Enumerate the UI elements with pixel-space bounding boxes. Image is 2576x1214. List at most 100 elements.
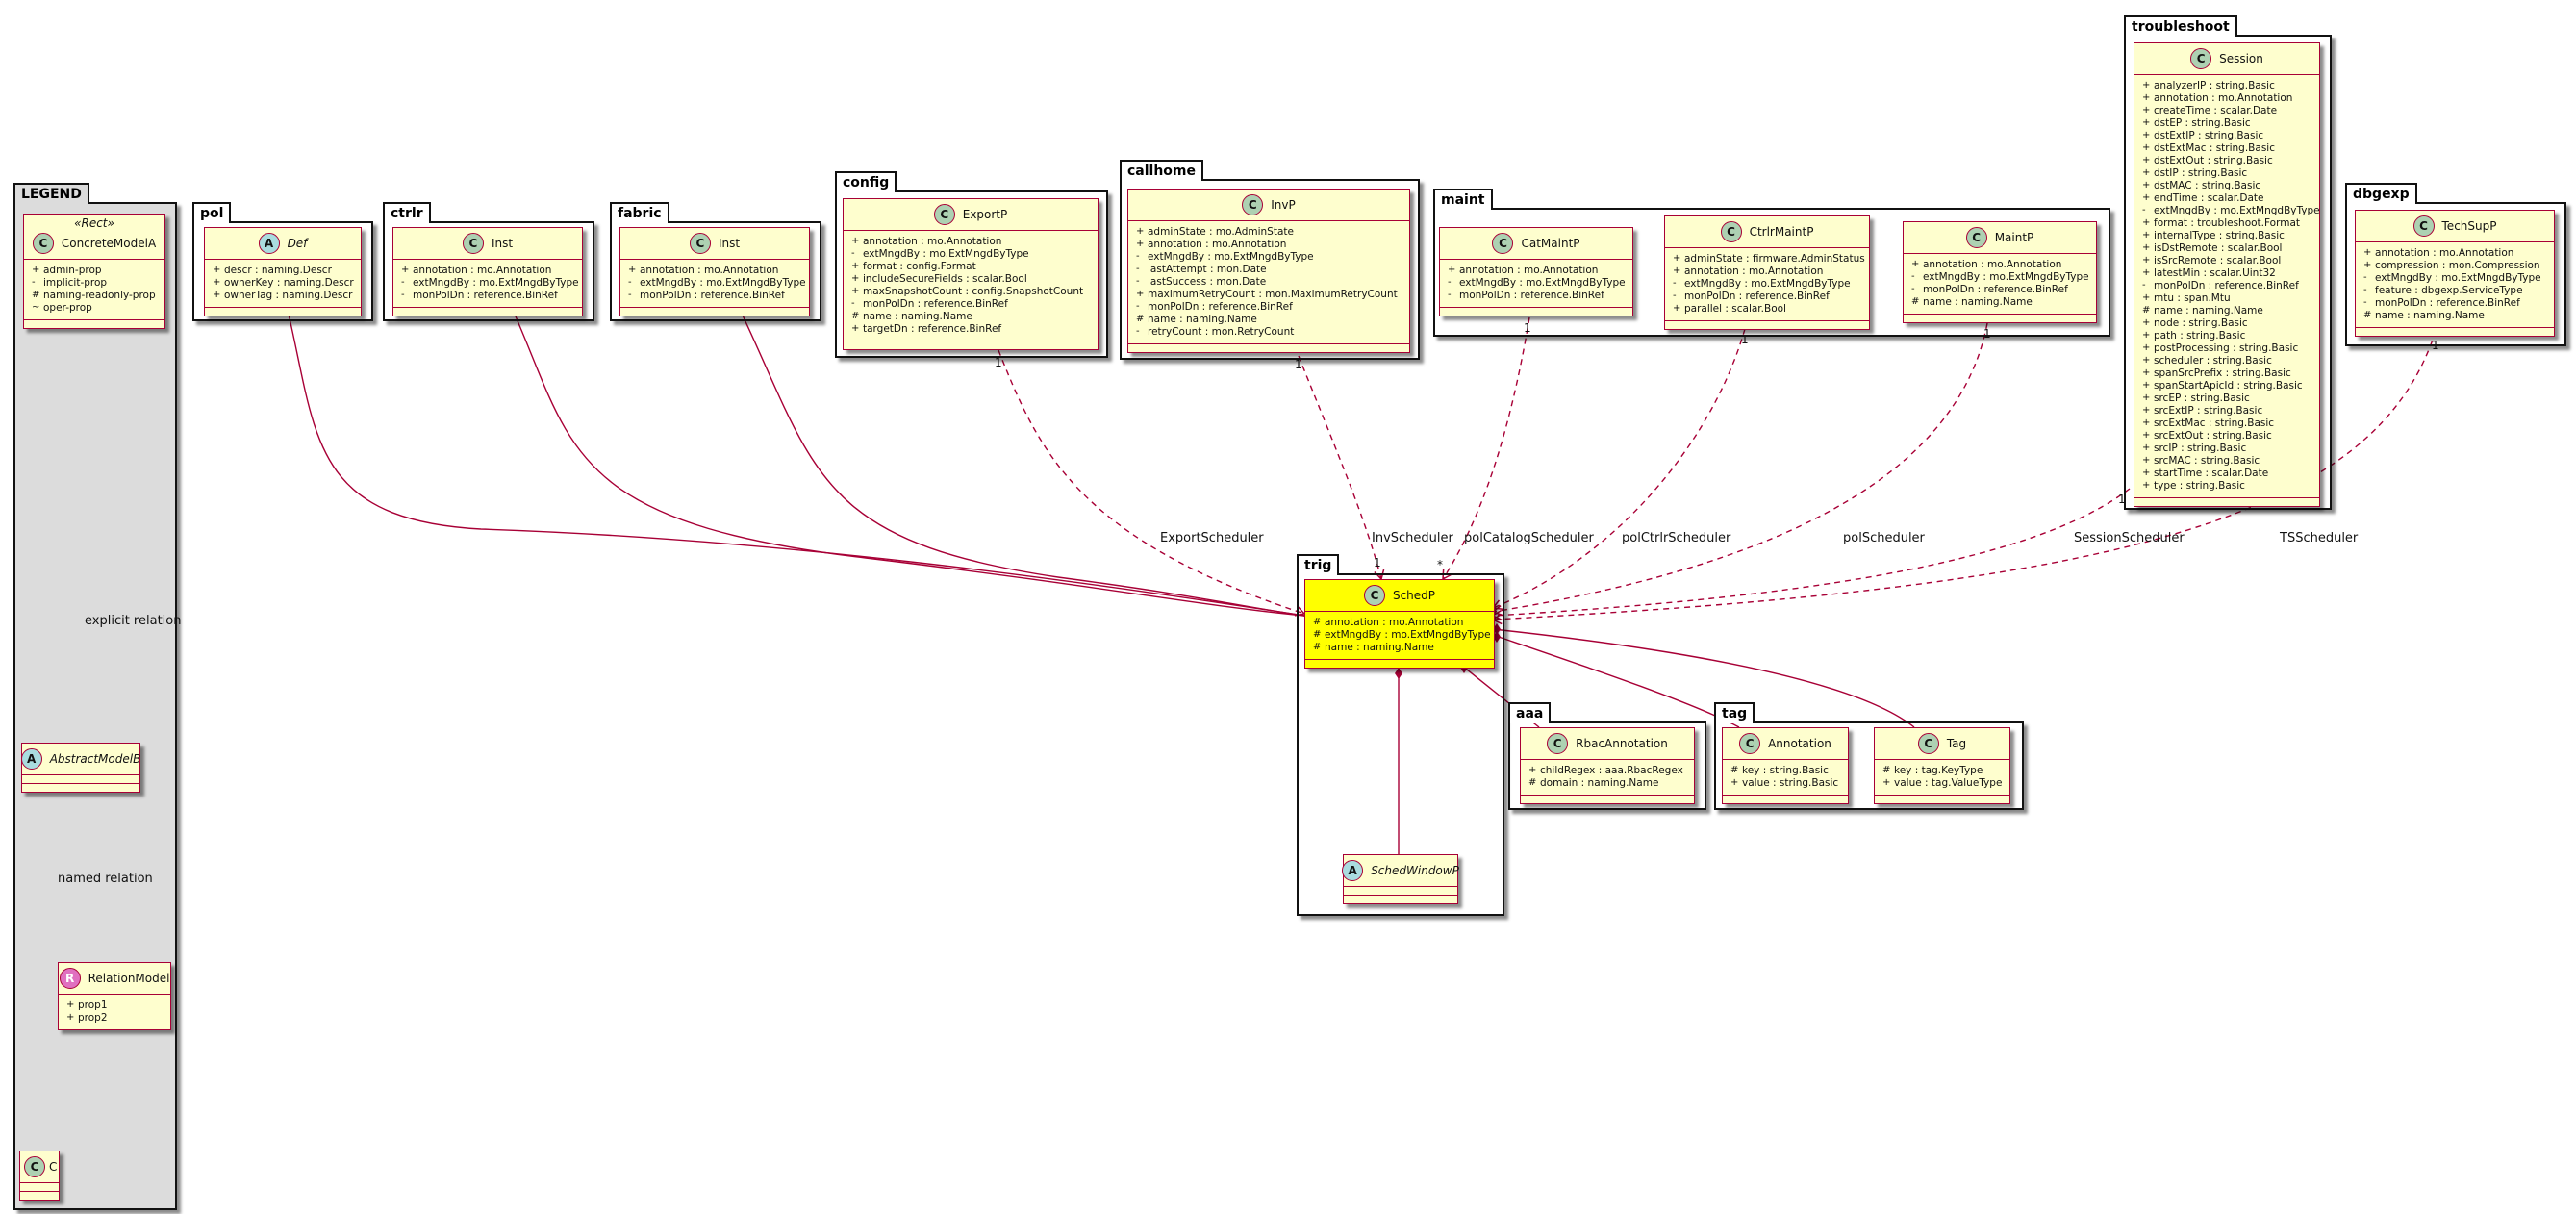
visibility-marker: +: [1882, 777, 1891, 788]
class-attribute: +maximumRetryCount : mon.MaximumRetryCou…: [1136, 288, 1402, 300]
class-attribute: +annotation : mo.Annotation: [401, 264, 574, 276]
attribute-text: endTime : scalar.Date: [2154, 191, 2264, 204]
class-name: SchedP: [1392, 589, 1436, 602]
visibility-marker: #: [2363, 310, 2372, 320]
class-attribute: #annotation : mo.Annotation: [1313, 616, 1486, 628]
attribute-text: scheduler : string.Basic: [2154, 354, 2272, 367]
attribute-text: annotation : mo.Annotation: [1923, 258, 2062, 270]
attribute-text: lastSuccess : mon.Date: [1148, 275, 1267, 288]
maint-package-tab: maint: [1433, 189, 1493, 210]
relation-label-sessionscheduler: SessionScheduler: [2074, 531, 2185, 545]
abstract-circle-icon: A: [1342, 860, 1364, 881]
attribute-text: spanSrcPrefix : string.Basic: [2154, 367, 2291, 379]
class-attribute: +srcExtMac : string.Basic: [2142, 417, 2311, 429]
visibility-marker: #: [1528, 777, 1537, 788]
attribute-text: name : naming.Name: [863, 310, 972, 322]
legend-relation-class[interactable]: R RelationModel +prop1+prop2: [58, 962, 171, 1030]
legend-abstract-class[interactable]: A AbstractModelB: [20, 743, 140, 793]
attribute-text: dstMAC : string.Basic: [2154, 179, 2261, 191]
class-attribute: +prop1: [66, 999, 163, 1011]
class-attribute: #key : string.Basic: [1730, 764, 1840, 776]
attribute-text: domain : naming.Name: [1540, 776, 1659, 789]
class-name: CatMaintP: [1521, 237, 1580, 250]
visibility-marker: #: [1730, 765, 1739, 775]
relation-label-invscheduler: InvScheduler: [1372, 531, 1453, 545]
visibility-marker: +: [2142, 230, 2151, 240]
multiplicity-techsupp: 1: [2432, 339, 2439, 352]
class-attribute: +annotation : mo.Annotation: [628, 264, 801, 276]
visibility-marker: -: [1448, 277, 1452, 288]
attribute-text: startTime : scalar.Date: [2154, 467, 2269, 479]
class-name: RelationModel: [88, 972, 170, 985]
legend-c-class[interactable]: C C: [19, 1151, 60, 1201]
visibility-marker: -: [1911, 271, 1915, 282]
relation-label-polscheduler: polScheduler: [1843, 531, 1925, 545]
class-attribute: +annotation : mo.Annotation: [1673, 265, 1861, 277]
visibility-marker: +: [213, 277, 221, 288]
class-circle-icon: C: [462, 233, 484, 254]
class-name: ExportP: [962, 208, 1008, 221]
attribute-text: dstIP : string.Basic: [2154, 166, 2248, 179]
relation-tsscheduler: [1491, 330, 2437, 625]
multiplicity-catmaintp: 1: [1524, 321, 1531, 335]
attribute-text: retryCount : mon.RetryCount: [1148, 325, 1295, 338]
inheritance-def-schedp: [287, 306, 1305, 617]
class-circle-icon: C: [2190, 48, 2212, 69]
class-attribute: -monPolDn : reference.BinRef: [2363, 296, 2546, 309]
class-attribute: +analyzerIP : string.Basic: [2142, 79, 2311, 91]
attribute-text: compression : mon.Compression: [2375, 259, 2540, 271]
class-attribute: #key : tag.KeyType: [1882, 764, 2002, 776]
class-name: C: [49, 1160, 58, 1174]
attribute-text: dstExtMac : string.Basic: [2154, 141, 2275, 154]
class-attribute: -implicit-prop: [32, 276, 157, 289]
class-circle-icon: C: [2412, 215, 2435, 237]
class-name: Annotation: [1768, 737, 1831, 750]
relation-invscheduler: [1298, 355, 1385, 581]
visibility-marker: -: [1136, 251, 1140, 262]
class-attribute: +mtu : span.Mtu: [2142, 291, 2311, 304]
class-attribute: +dstEP : string.Basic: [2142, 116, 2311, 129]
attribute-text: annotation : mo.Annotation: [1459, 264, 1599, 276]
visibility-marker: +: [2142, 430, 2151, 441]
visibility-marker: +: [2142, 80, 2151, 90]
attribute-text: annotation : mo.Annotation: [1325, 616, 1464, 628]
attribute-text: annotation : mo.Annotation: [2154, 91, 2293, 104]
visibility-marker: +: [66, 999, 75, 1010]
class-circle-icon: C: [32, 233, 54, 254]
visibility-marker: #: [1136, 314, 1145, 324]
legend-concrete-class[interactable]: «Rect» C ConcreteModelA +admin-prop-impl…: [23, 214, 165, 329]
attribute-text: annotation : mo.Annotation: [1684, 265, 1824, 277]
pol-package: pol: [192, 202, 373, 321]
class-circle-icon: C: [1492, 233, 1514, 254]
class-attribute: +ownerTag : naming.Descr: [213, 289, 353, 301]
class-attribute: +compression : mon.Compression: [2363, 259, 2546, 271]
tag-package-tab: tag: [1714, 702, 1755, 723]
visibility-marker: +: [2142, 405, 2151, 416]
class-name: Def: [287, 237, 308, 250]
visibility-marker: +: [1136, 226, 1145, 237]
relation-polctrlrscheduler: [1491, 328, 1746, 610]
attribute-text: analyzerIP : string.Basic: [2154, 79, 2275, 91]
class-attribute: +format : troubleshoot.Format: [2142, 216, 2311, 229]
visibility-marker: +: [2142, 142, 2151, 153]
visibility-marker: +: [628, 265, 637, 275]
multiplicity-catalog-target: *: [1437, 558, 1443, 571]
class-attribute: +value : tag.ValueType: [1882, 776, 2002, 789]
multiplicity-config: 1: [995, 356, 1002, 369]
visibility-marker: -: [1136, 276, 1140, 287]
